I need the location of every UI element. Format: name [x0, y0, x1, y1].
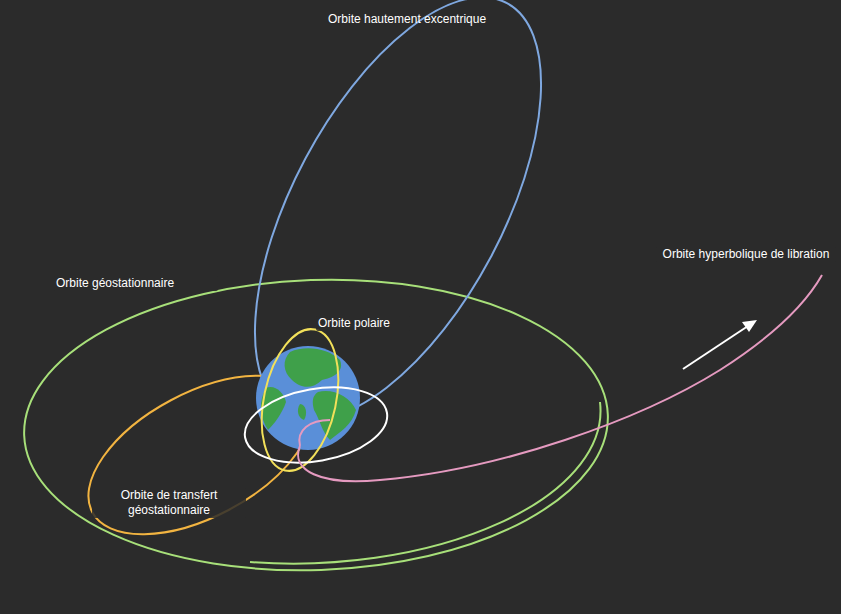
orbit-label: Orbite géostationnaire: [54, 276, 218, 291]
hyperbolic-orbit-near: [299, 420, 330, 446]
geostationary-orbit-front: [250, 402, 601, 564]
orbit-label: Orbite hyperbolique de libration: [656, 247, 836, 262]
polar-orbit: [250, 322, 350, 478]
orbit-label: Orbite hautement excentrique: [328, 12, 528, 27]
earth: [256, 346, 360, 450]
low-orbit: [239, 377, 393, 473]
hyperbolic-orbit: [298, 275, 822, 481]
orbit-label: Orbite polaire: [316, 316, 410, 331]
eccentric-orbit: [196, 0, 599, 462]
orbit-label: Orbite de transfert géostationnaire: [92, 488, 246, 518]
direction-arrow: [683, 320, 757, 369]
geostationary-orbit: [19, 270, 613, 580]
